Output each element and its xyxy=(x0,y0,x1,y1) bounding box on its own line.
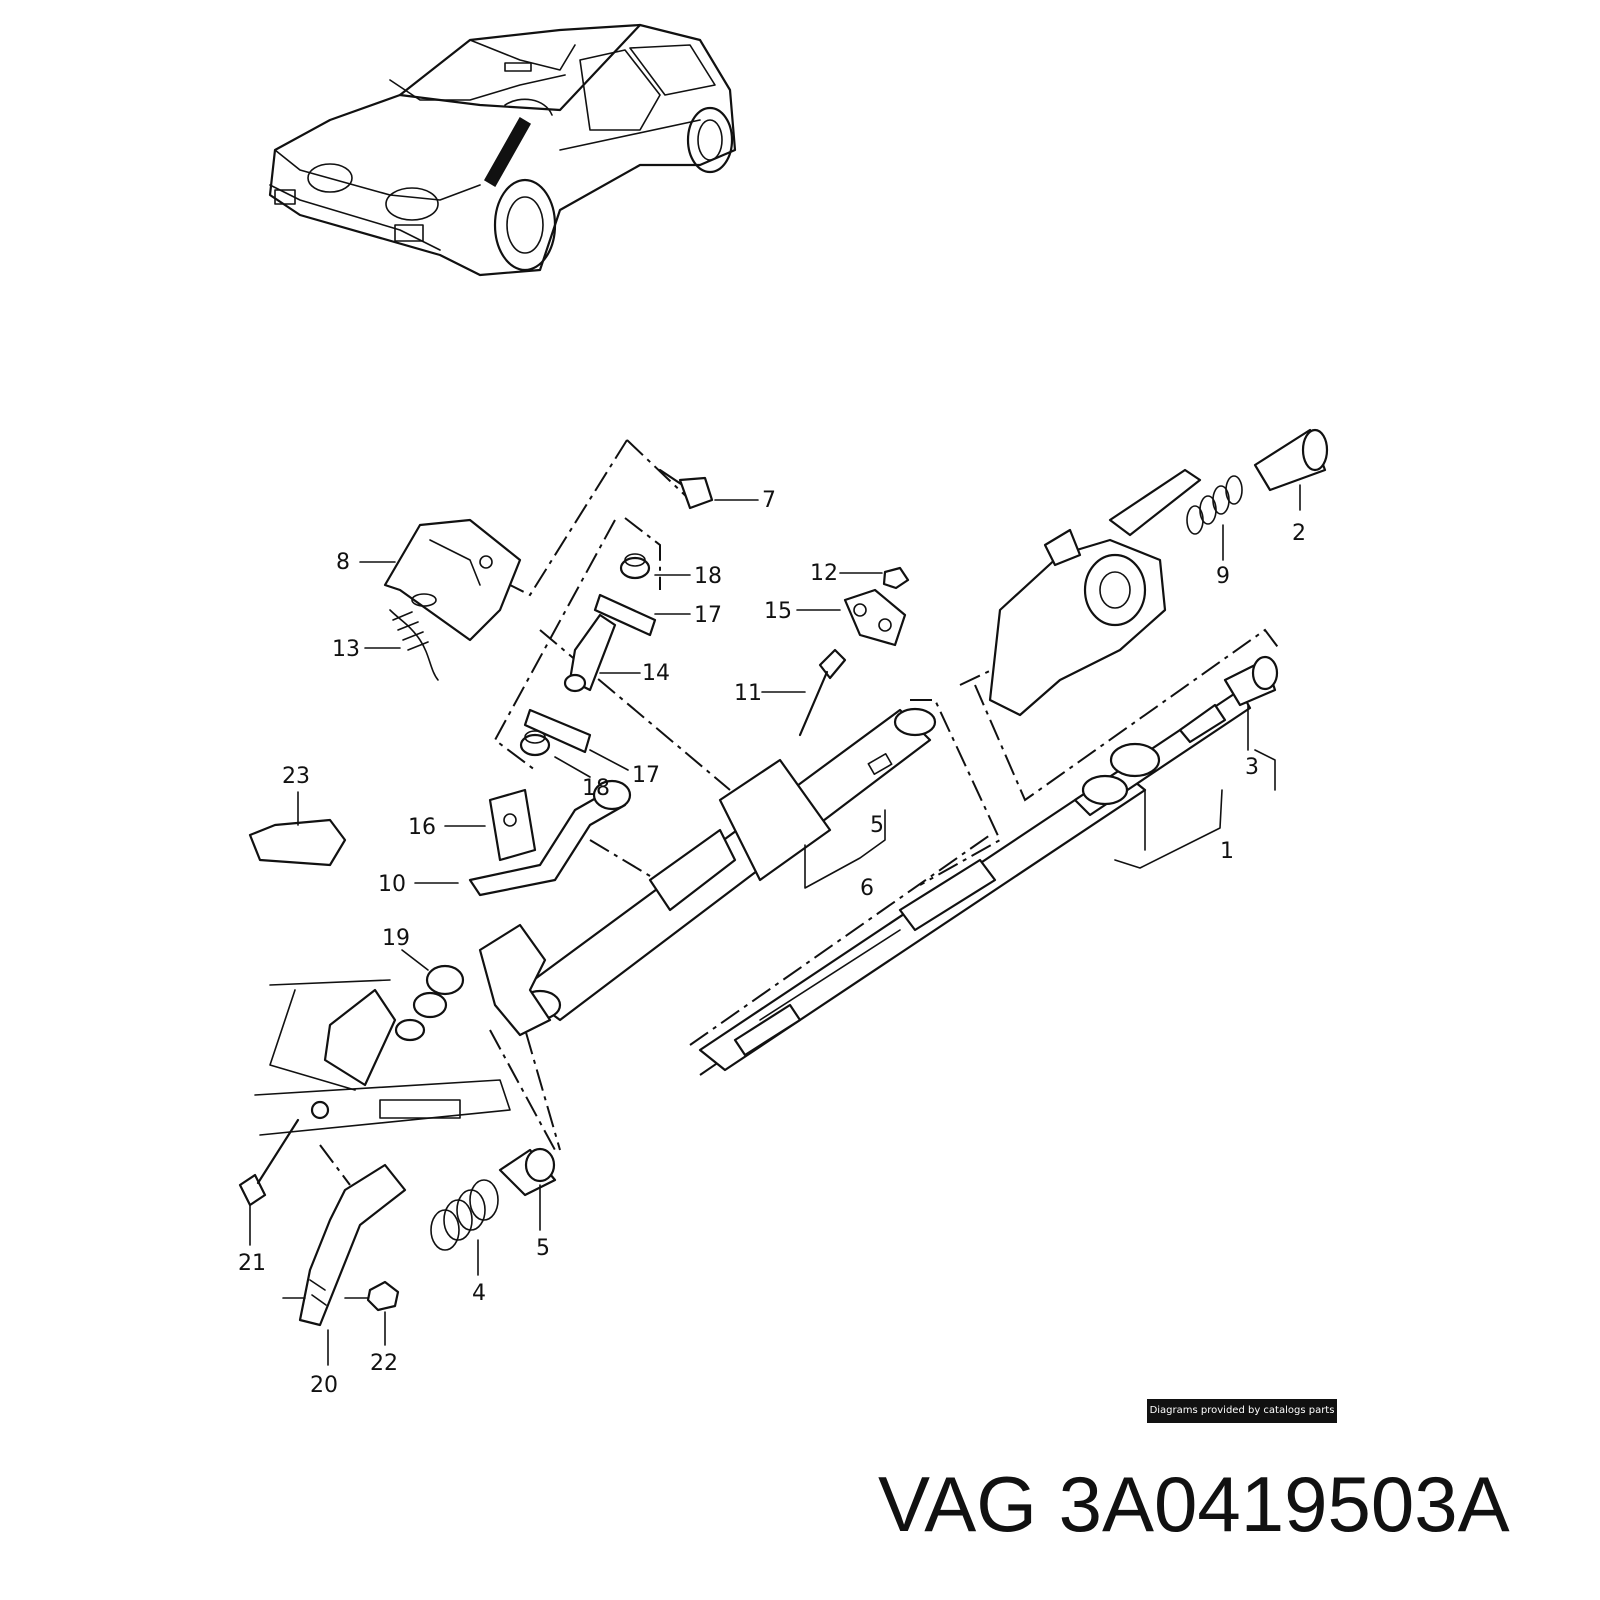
screw-7 xyxy=(658,468,714,510)
callout-23: 23 xyxy=(282,764,310,789)
bush-5-lower xyxy=(498,1147,557,1197)
diagram-credit-label: Diagrams provided by catalogs parts xyxy=(1147,1399,1337,1423)
pedal-bracket xyxy=(254,979,511,1136)
clip-16 xyxy=(488,788,537,862)
bolt-11 xyxy=(798,648,847,737)
bush-2 xyxy=(1253,428,1329,492)
bracket-8 xyxy=(383,518,522,642)
pin-14 xyxy=(563,613,617,693)
callout-6: 6 xyxy=(860,876,874,901)
bolt-21 xyxy=(238,1118,300,1207)
switch-housing xyxy=(988,468,1202,717)
nut-22 xyxy=(366,1280,400,1312)
part-number-title: VAG 3A0419503A xyxy=(878,1460,1510,1548)
bush-19 xyxy=(394,964,465,1042)
callout-18-lower: 18 xyxy=(582,776,610,801)
callout-22: 22 xyxy=(370,1351,398,1376)
callout-15: 15 xyxy=(764,599,792,624)
spring-4 xyxy=(430,1179,499,1251)
callout-21: 21 xyxy=(238,1251,266,1276)
nut-12 xyxy=(882,566,910,590)
callout-2: 2 xyxy=(1292,521,1306,546)
callout-19: 19 xyxy=(382,926,410,951)
link-17-upper xyxy=(593,593,657,637)
cap-23 xyxy=(248,818,347,867)
assembly-boundary-lines xyxy=(319,439,1281,1186)
callout-11: 11 xyxy=(734,681,762,706)
spring-13 xyxy=(389,609,439,681)
callout-5-column: 5 xyxy=(870,813,884,838)
bush-18-lower xyxy=(519,730,551,757)
bush-3 xyxy=(1223,655,1279,707)
callout-17-lower: 17 xyxy=(632,763,660,788)
callout-13: 13 xyxy=(332,637,360,662)
callout-4: 4 xyxy=(472,1281,486,1306)
link-17-lower xyxy=(523,708,592,754)
lever-10 xyxy=(468,779,632,897)
steering-column-tube xyxy=(698,688,1252,1072)
callout-9: 9 xyxy=(1216,564,1230,589)
pedal-20 xyxy=(298,1163,407,1327)
callout-14: 14 xyxy=(642,661,670,686)
callout-16: 16 xyxy=(408,815,436,840)
bush-18-upper xyxy=(619,553,651,580)
callout-20: 20 xyxy=(310,1373,338,1398)
callout-5-pedal: 5 xyxy=(536,1236,550,1261)
car-locator-illustration xyxy=(268,23,737,277)
column-jacket xyxy=(478,707,937,1037)
callout-1: 1 xyxy=(1220,839,1234,864)
callout-numbers: 1 2 3 4 5 5 6 7 8 9 10 11 12 13 14 15 16… xyxy=(238,488,1306,1398)
callout-7: 7 xyxy=(762,488,776,513)
callout-12: 12 xyxy=(810,561,838,586)
callout-3: 3 xyxy=(1245,755,1259,780)
spring-9 xyxy=(1186,475,1243,535)
callout-10: 10 xyxy=(378,872,406,897)
leader-lines xyxy=(249,484,1301,1366)
callout-18-upper: 18 xyxy=(694,564,722,589)
callout-8: 8 xyxy=(336,550,350,575)
plate-15 xyxy=(843,588,907,647)
callout-17-upper: 17 xyxy=(694,603,722,628)
